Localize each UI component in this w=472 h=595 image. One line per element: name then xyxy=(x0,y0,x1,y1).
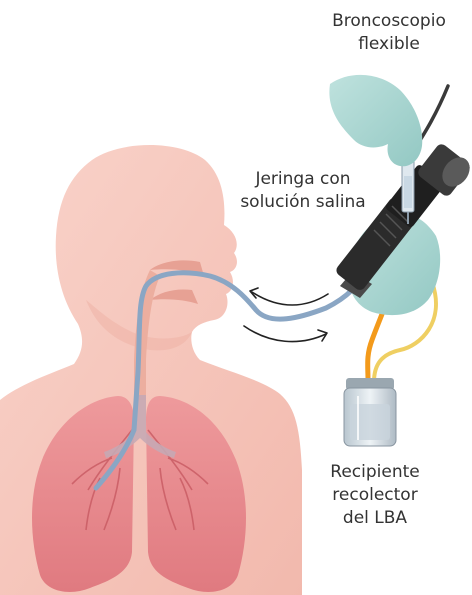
flow-in-arrow-icon xyxy=(244,326,327,342)
syringe-label-line-2: solución salina xyxy=(232,191,374,214)
bronchoscope-label-line-2: flexible xyxy=(306,33,472,56)
container-label: Recipiente recolector del LBA xyxy=(300,461,450,530)
container-label-line-1: Recipiente xyxy=(300,461,450,484)
syringe-label-line-1: Jeringa con xyxy=(232,168,374,191)
container-label-line-3: del LBA xyxy=(300,507,450,530)
lba-collection-container xyxy=(344,378,396,446)
bronchoscope-label-line-1: Broncoscopio xyxy=(306,10,472,33)
syringe-label: Jeringa con solución salina xyxy=(232,168,374,214)
upper-glove xyxy=(329,75,422,166)
flow-out-arrow-icon xyxy=(250,288,328,305)
container-label-line-2: recolector xyxy=(300,484,450,507)
bronchoscope-label: Broncoscopio flexible xyxy=(306,10,472,56)
